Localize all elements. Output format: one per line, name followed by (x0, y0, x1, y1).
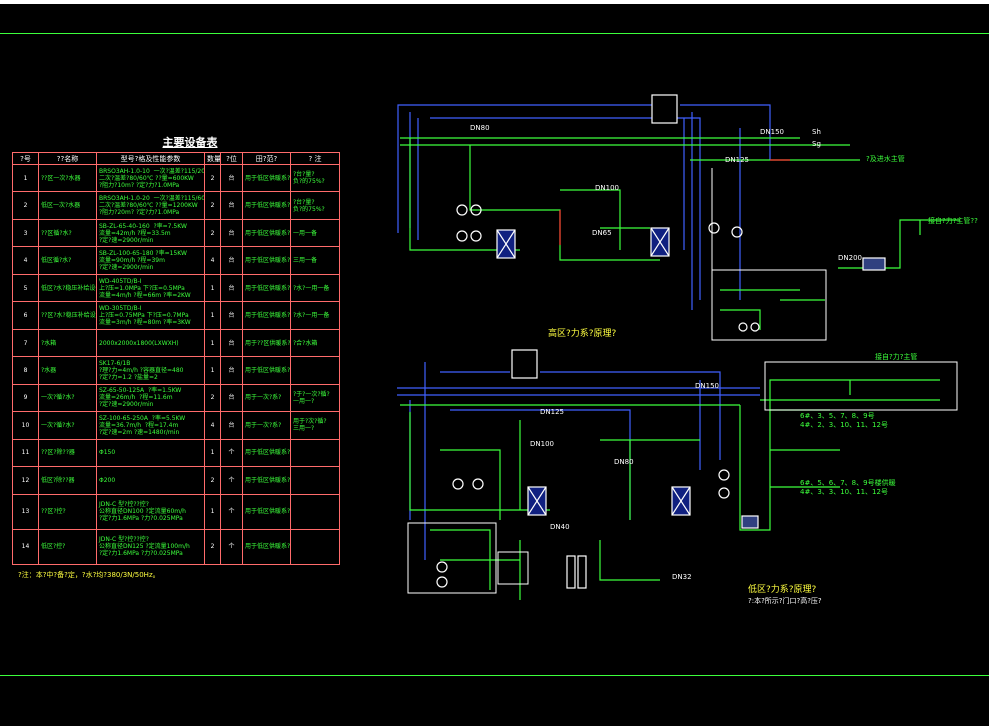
table-cell-no: 13 (12, 493, 39, 530)
table-cell-spec: BRSO3AH-1.0-10 一次?温差?115/20℃ 二次?温差?80/60… (96, 163, 205, 193)
table-cell-note: 一用一备 (290, 218, 340, 248)
table-cell-name: 低区?控? (38, 528, 97, 566)
label-building-group-a: 6#、3、5、7、8、9号 (800, 412, 875, 420)
table-cell-scope: 用于低区供暖系? (242, 163, 291, 193)
table-cell-name: 一次?循?水? (38, 411, 97, 440)
label-dn80-b: DN80 (614, 458, 634, 466)
table-cell-no: 6 (12, 301, 39, 330)
table-cell-name: ??区一次?水器 (38, 163, 97, 193)
table-cell-note (290, 493, 340, 530)
label-supply-main: ?及进水主管 (866, 155, 905, 163)
table-cell-note: 三用一备 (290, 246, 340, 275)
label-dn32-b: DN32 (672, 573, 692, 581)
label-from-main-lower: 接自?力?主管 (875, 353, 918, 361)
table-cell-spec: WD-405TD/B-I 上?压=1.0MPa 下?压=0.5MPa 流量=4m… (96, 273, 205, 303)
top-border (0, 0, 989, 4)
table-footnote: ?注：本?中?备?定，?水?均?380/3N/50Hz。 (18, 571, 160, 579)
table-cell-spec: SB-ZL-65-40-160 ?率=7.5KW 流量=42m/h ?程=33.… (96, 218, 205, 248)
table-cell-scope: 用于低区供暖系? (242, 246, 291, 275)
table-cell-note: 用于?次?循? 三用一? (290, 411, 340, 440)
lower-diagram-subtitle: ?:本?所示?门口?高?压? (748, 597, 822, 605)
table-cell-scope: 用于低区供暖系? (242, 301, 291, 330)
label-dn125-a: DN125 (725, 156, 749, 164)
table-cell-note: ?水?一用一备 (290, 301, 340, 330)
table-cell-spec: WD-305TD/B-I 上?压=0.75MPa 下?压=0.7MPa 流量=3… (96, 301, 205, 330)
table-cell-spec: Φ200 (96, 466, 205, 495)
table-cell-scope: 用于??区供暖系? (242, 328, 291, 358)
lower-diagram-title: 低区?力系?原理? (748, 585, 817, 595)
label-dn40-b: DN40 (550, 523, 570, 531)
label-dn65-a: DN65 (592, 229, 612, 237)
label-dn100-b: DN100 (530, 440, 554, 448)
table-cell-spec: Φ150 (96, 438, 205, 468)
table-cell-name: ??区?控? (38, 493, 97, 530)
table-cell-scope: 用于低区供暖系? (242, 191, 291, 220)
label-dn100-a: DN100 (595, 184, 619, 192)
table-row: 13??区?控?JDN-C 型?控??控? 公称直径DN100 ?定流量60m/… (12, 493, 340, 530)
label-dn150-b: DN150 (695, 382, 719, 390)
table-cell-note (290, 528, 340, 566)
frame-line-bottom (0, 675, 989, 676)
upper-schematic (397, 94, 960, 341)
table-cell-no: 14 (12, 528, 39, 566)
table-cell-unit: 个 (220, 466, 243, 495)
table-cell-note: ?台?量? 负?的75%? (290, 191, 340, 220)
label-building-group-a2: 4#、2、3、10、11、12号 (800, 421, 888, 429)
lower-schematic (397, 349, 958, 600)
table-cell-note (290, 466, 340, 495)
table-cell-spec: SZ-65-50-125A ?率=1.5KW 流量=26m/h ?程=11.6m… (96, 383, 205, 413)
label-from-main: 接自?力?主管?? (928, 217, 978, 225)
table-cell-scope: 用于低区供暖系? (242, 218, 291, 248)
label-dn125-b: DN125 (540, 408, 564, 416)
table-cell-no: 2 (12, 191, 39, 220)
frame-line-top (0, 33, 989, 34)
table-cell-scope: 用于低区供暖系? (242, 466, 291, 495)
table-cell-note: ?水?一用一备 (290, 273, 340, 303)
table-cell-spec: 2000x2000x1800(LXWXH) (96, 328, 205, 358)
label-dn150-a: DN150 (760, 128, 784, 136)
label-building-group-b2: 4#、3、3、10、11、12号 (800, 488, 888, 496)
table-cell-note: ?台?量? 负?的75%? (290, 163, 340, 193)
label-dn200-a: DN200 (838, 254, 862, 262)
table-row: 3??区循?水?SB-ZL-65-40-160 ?率=7.5KW 流量=42m/… (12, 218, 340, 248)
table-cell-no: 4 (12, 246, 39, 275)
table-cell-no: 11 (12, 438, 39, 468)
table-cell-spec: JDN-C 型?控??控? 公称直径DN125 ?定流量100m/h ?定?力1… (96, 528, 205, 566)
table-cell-no: 12 (12, 466, 39, 495)
table-cell-qty: 2 (204, 528, 221, 566)
label-building-group-b: 6#、5、6、7、8、9号楼供暖 (800, 479, 896, 487)
label-sh: Sh (812, 128, 821, 136)
table-cell-name: 低区一次?水器 (38, 191, 97, 220)
table-cell-scope: 用于低区供暖系? (242, 528, 291, 566)
label-sg: Sg (812, 140, 821, 148)
label-dn80-a: DN80 (470, 124, 490, 132)
table-cell-name: 低区?除??器 (38, 466, 97, 495)
upper-diagram-title: 高区?力系?原理? (548, 329, 617, 339)
equipment-table-title: 主要设备表 (162, 136, 218, 149)
